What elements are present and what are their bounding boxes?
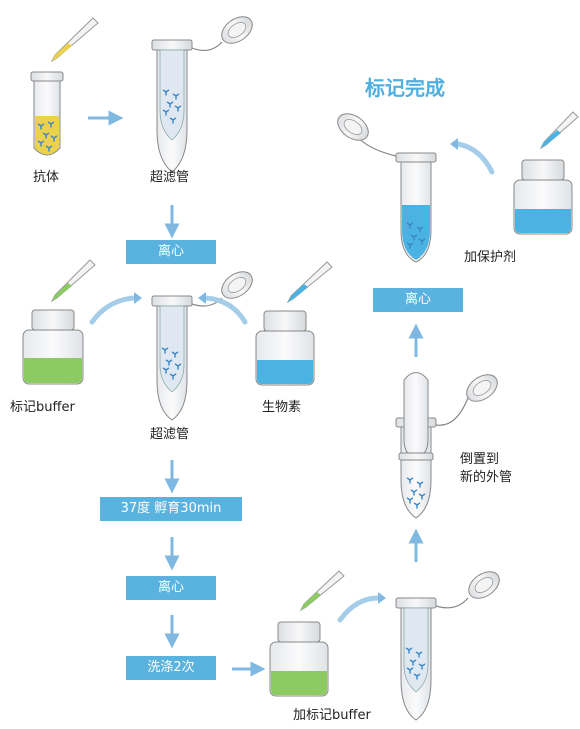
protectant-bottle [513,159,573,235]
arrow-head [134,292,142,304]
arrow-head [450,138,458,150]
step-wash: 洗涤2次 [126,656,216,680]
label-invert-line2: 新的外管 [460,470,513,485]
antibody-tube [30,71,64,156]
add-buffer-bottle [269,621,329,697]
arrow-curve [337,595,381,623]
pipette-icon [50,259,96,303]
filter-tube-1 [151,16,253,173]
arrow-curve [455,141,495,175]
filter-tube-3 [395,571,500,721]
label-add-protectant: 加保护剂 [464,250,517,265]
arrow-head [378,592,386,604]
pipette-icon [50,17,99,63]
pipette-icon [286,261,333,304]
label-label-buffer: 标记buffer [10,400,75,415]
arrow-curve [203,295,248,325]
step-centrifuge-1: 离心 [126,240,216,264]
completion-title: 标记完成 [365,76,445,100]
arrow-head [198,292,206,304]
arrow-curve [89,295,137,325]
label-filter-tube: 超滤管 [150,170,190,185]
final-tube [337,113,437,263]
filter-tube-2 [151,271,253,421]
step-centrifuge-2: 离心 [126,576,216,600]
label-biotin: 生物素 [262,400,302,415]
biotin-bottle [255,310,315,386]
label-invert-line1: 倒置到 [460,452,500,467]
label-buffer-bottle [22,309,84,385]
label-add-label-buffer: 加标记buffer [293,708,371,723]
label-filter-tube: 超滤管 [150,427,190,442]
label-antibody: 抗体 [33,170,60,185]
step-centrifuge-3: 离心 [373,288,463,312]
pipette-icon [539,111,579,150]
pipette-icon [299,570,345,612]
step-incubate: 37度 孵育30min [100,497,242,521]
inverted-tube [395,372,498,519]
